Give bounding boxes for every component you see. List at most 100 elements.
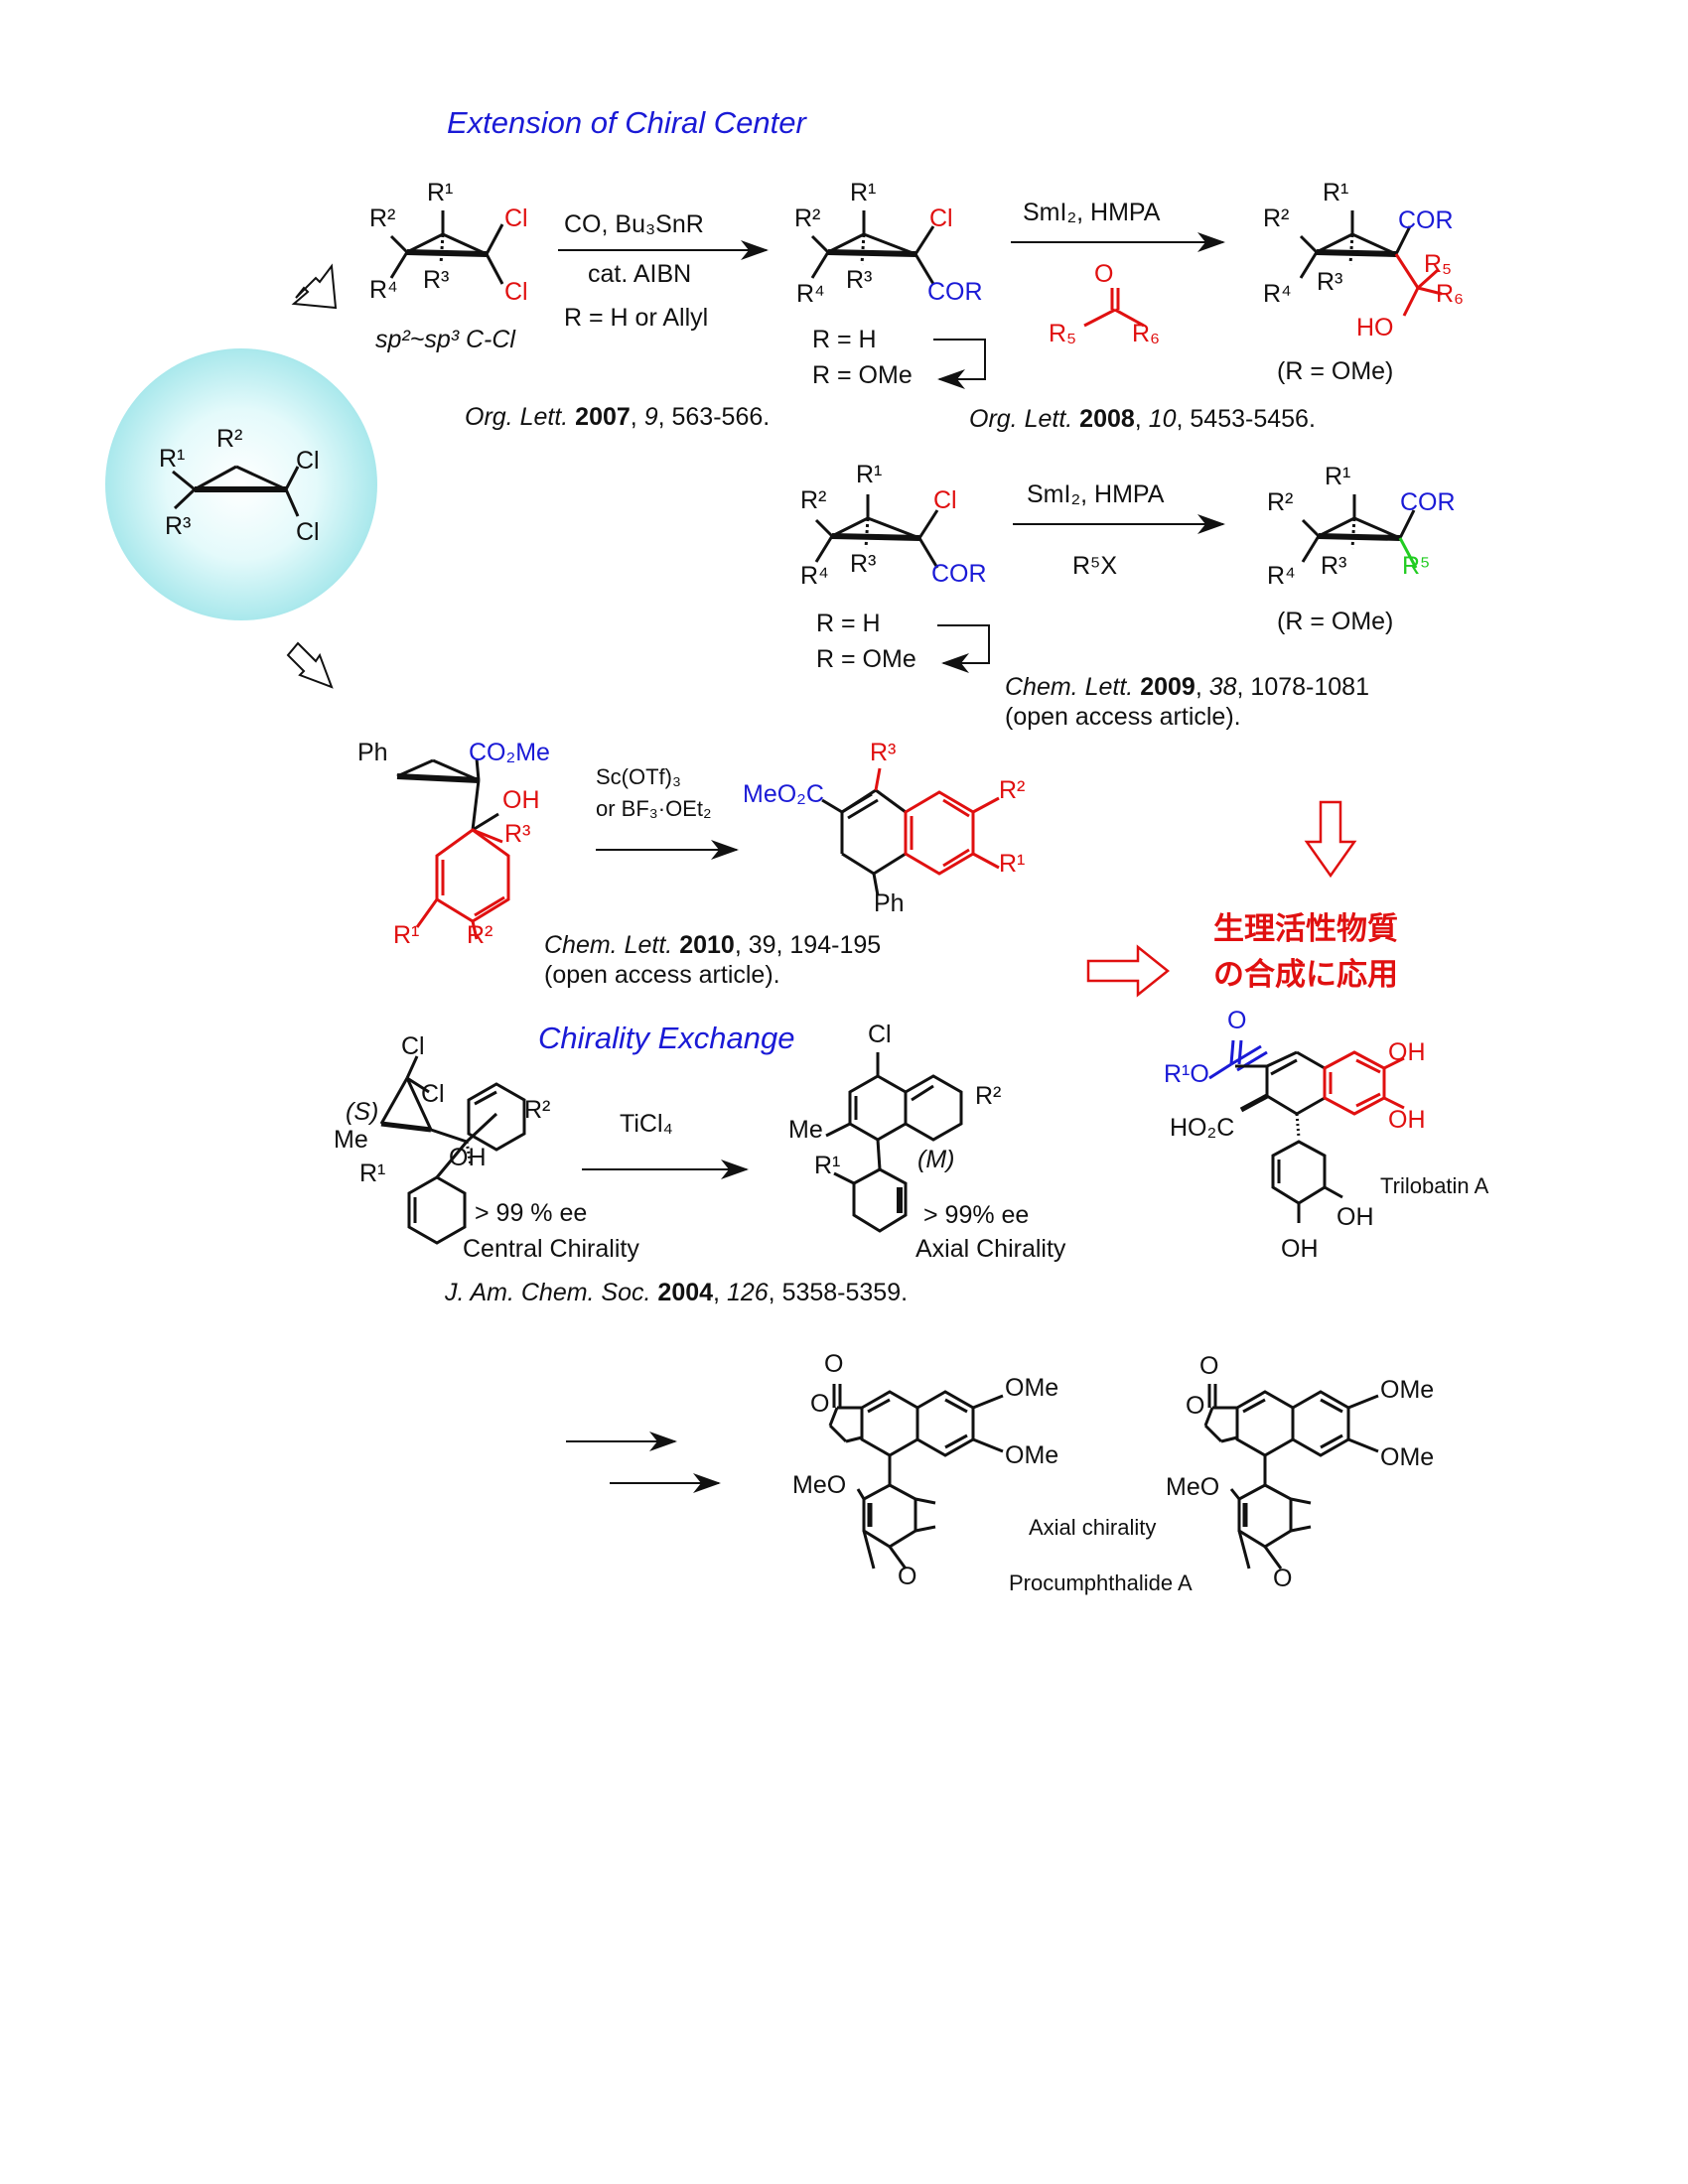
rxn2-reagent-o: O [1094,260,1114,288]
exchange-title: Chirality Exchange [538,1021,795,1055]
rxn5-sub-cl-2: Cl [421,1080,445,1108]
rxn5-sub-r2: R² [524,1096,551,1124]
rxn1-sub-r3: R³ [423,266,450,294]
rxn1-sub-r2: R² [369,205,396,232]
rxn4-product-structure [821,767,1000,896]
rxn2-conditions: SmI₂, HMPA [1023,199,1161,226]
rxn2-prod-r2: R² [1263,205,1290,232]
trilobatin-structure [1208,1039,1405,1223]
rxn1-sub-cl-1: Cl [504,205,528,232]
return-arrow-icon [937,624,990,673]
procumphthalide-name: Procumphthalide A [1009,1570,1193,1595]
rxn1-prod-cl: Cl [929,205,953,232]
rxn3-substrate-structure [814,494,939,569]
rxn3-prod-cor: COR [1400,488,1456,516]
rxn4-sub-co2me: CO₂Me [469,739,550,766]
trilobatin-r1o: R¹O [1164,1060,1209,1088]
proc1-o-top: O [824,1350,844,1378]
rxn4-condition-1: Sc(OTf)₃ [596,764,681,789]
proc2-o-ring: O [1186,1392,1205,1420]
core-sphere [105,348,377,620]
rxn2-reagent-r5: R₅ [1049,320,1077,347]
ketone-reagent-structure [1083,288,1145,328]
rxn1-sub-label: sp²~sp³ C-Cl [375,326,515,353]
rxn1-substrate-structure [389,210,504,285]
rxn3-sub-r1: R¹ [856,461,883,488]
proc1-ome-1: OMe [1005,1374,1059,1402]
rxn5-prod-me: Me [788,1116,823,1144]
rxn5-prod-r2: R² [975,1082,1002,1110]
rxn5-sub-me: Me [334,1126,368,1154]
rxn4-substrate-structure [396,757,510,940]
rxn1-prod-r3: R³ [846,266,873,294]
rxn2-prod-r5: R₅ [1424,250,1453,278]
rxn4-sub-r3: R³ [504,820,531,848]
rxn1-prod-r2: R² [794,205,821,232]
rxn3-sub-cor: COR [931,560,987,588]
rxn3-reference: Chem. Lett. 2009, 38, 1078-1081 [1005,673,1369,701]
rxn3-prod-r5: R⁵ [1402,552,1431,580]
application-line-1: 生理活性物質 [1213,911,1398,947]
rxn1-condition-2: cat. AIBN [588,260,692,288]
rxn5-substrate-structure [379,1055,526,1245]
rxn2-prod-r4: R⁴ [1263,280,1292,308]
rxn5-sub-r1: R¹ [359,1160,386,1187]
application-line-2: の合成に応用 [1213,957,1398,993]
rxn1-reference: Org. Lett. 2007, 9, 563-566. [465,403,771,431]
core-r1: R¹ [159,445,186,473]
rxn3-reagent: R⁵X [1072,552,1118,580]
trilobatin-oh-2: OH [1388,1106,1426,1134]
proc2-o-top: O [1199,1352,1219,1380]
rxn1-r-note-2: R = OMe [812,361,913,389]
rxn4-sub-r2: R² [467,921,493,949]
core-r3: R³ [165,512,192,540]
rxn3-conditions: SmI₂, HMPA [1027,480,1165,508]
rxn5-sub-s: (S) [346,1098,379,1126]
core-cl-2: Cl [296,518,320,546]
rxn5-prod-cl: Cl [868,1021,892,1048]
rxn2-prod-r3: R³ [1317,268,1343,296]
trilobatin-oh-3: OH [1336,1203,1374,1231]
rxn2-product-structure [1299,210,1443,317]
procumphthalide-structure-2 [1203,1384,1379,1570]
rxn5-prod-ee: > 99% ee [923,1201,1030,1229]
proc2-ome-2: OMe [1380,1443,1435,1471]
trilobatin-oh-4: OH [1281,1235,1319,1263]
rxn3-prod-r1: R¹ [1325,463,1351,490]
rxn3-sub-r2: R² [800,486,827,514]
proc1-o-ring: O [810,1390,830,1418]
procumphthalide-structure-1 [828,1384,1004,1570]
proc2-ome-1: OMe [1380,1376,1435,1404]
rxn2-prod-r1: R¹ [1323,179,1349,206]
rxn4-reference-extra: (open access article). [544,961,780,989]
rxn2-reference: Org. Lett. 2008, 10, 5453-5456. [969,405,1316,433]
hollow-arrow-icon [1086,800,1357,998]
rxn4-prod-r3: R³ [870,739,897,766]
rxn5-reference: J. Am. Chem. Soc. 2004, 126, 5358-5359. [445,1279,909,1306]
rxn3-note: (R = OMe) [1277,608,1394,635]
rxn3-r-note-2: R = OMe [816,645,916,673]
rxn3-sub-cl: Cl [933,486,957,514]
rxn2-prod-cor: COR [1398,206,1454,234]
rxn3-reference-extra: (open access article). [1005,703,1241,731]
rxn4-sub-r1: R¹ [393,921,420,949]
extension-title: Extension of Chiral Center [447,105,806,140]
proc1-ome-2: OMe [1005,1441,1059,1469]
rxn5-prod-label: Axial Chirality [915,1235,1066,1263]
rxn1-sub-cl-2: Cl [504,278,528,306]
rxn5-conditions: TiCl₄ [620,1110,673,1138]
rxn2-reagent-r6: R₆ [1132,320,1161,347]
rxn3-sub-r4: R⁴ [800,562,829,590]
rxn1-prod-r4: R⁴ [796,280,825,308]
rxn4-reference: Chem. Lett. 2010, 39, 194-195 [544,931,882,959]
rxn5-prod-m: (M) [917,1146,955,1173]
procumphthalide-axial-label: Axial chirality [1029,1515,1157,1540]
trilobatin-oh-1: OH [1388,1038,1426,1066]
rxn5-prod-r1: R¹ [814,1152,841,1179]
rxn3-prod-r4: R⁴ [1267,562,1296,590]
rxn3-r-note-1: R = H [816,610,881,637]
rxn2-note: (R = OMe) [1277,357,1394,385]
rxn5-sub-ee: > 99 % ee [475,1199,588,1227]
return-arrow-icon [933,339,986,389]
